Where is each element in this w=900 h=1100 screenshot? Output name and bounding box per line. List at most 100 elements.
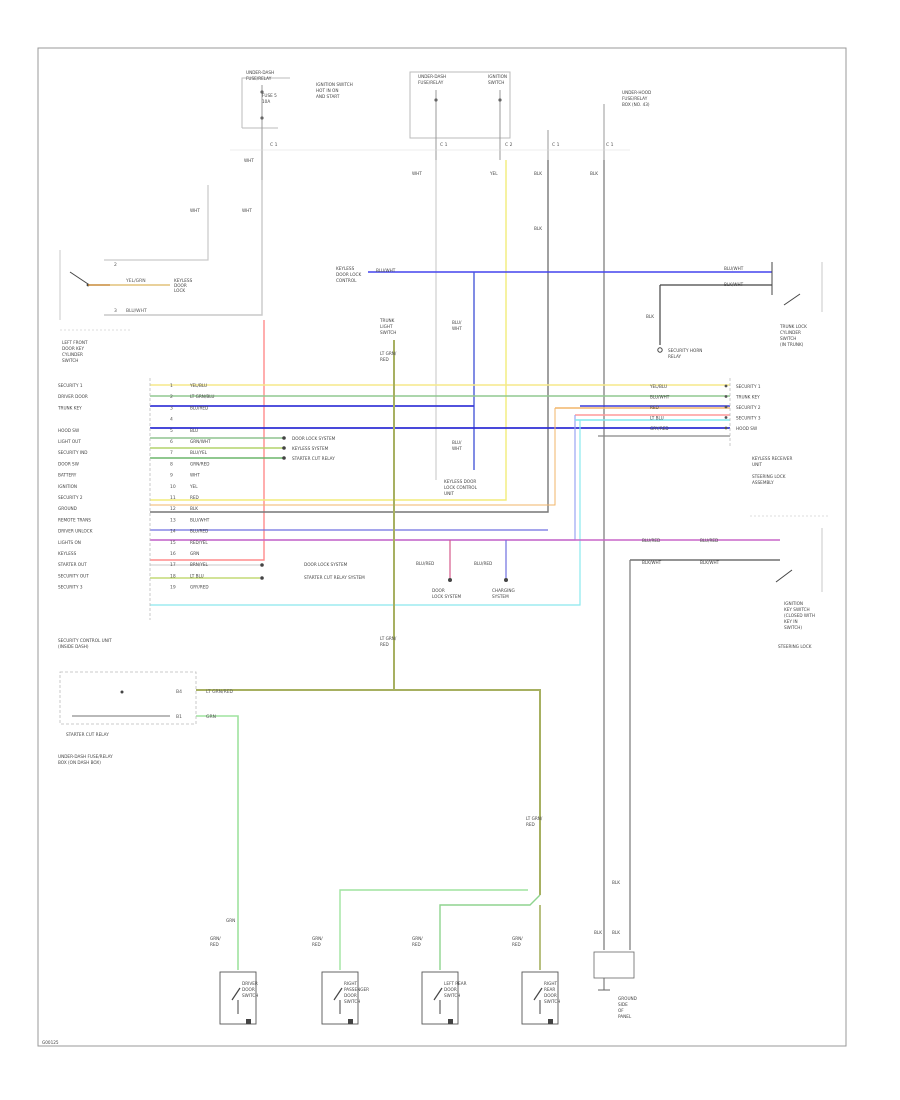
ground-note-4: PANEL xyxy=(618,1014,632,1019)
ground-note-1: GROUND xyxy=(618,996,637,1001)
ecu-pin-wire: BLK xyxy=(190,506,198,511)
fuse-left-desc-3: AND START xyxy=(316,94,340,99)
right-pin-dot xyxy=(724,395,728,398)
svg-text:C 1: C 1 xyxy=(440,142,448,148)
svg-text:3: 3 xyxy=(114,308,117,314)
ecu-pin-number: 1 xyxy=(170,383,173,389)
svg-text:LIGHT: LIGHT xyxy=(380,324,393,329)
right-pin-label: TRUNK KEY xyxy=(735,395,760,400)
ignition-key-2: KEY SWITCH xyxy=(784,607,810,612)
svg-text:BLU/WHT: BLU/WHT xyxy=(376,268,396,273)
svg-text:WHT: WHT xyxy=(452,446,462,451)
door-switch-title: RIGHT xyxy=(344,981,358,986)
svg-text:KEYLESS DOOR: KEYLESS DOOR xyxy=(444,479,476,484)
ecu-title: SECURITY CONTROL UNIT (INSIDE DASH) xyxy=(58,378,151,649)
door-switch-contact xyxy=(231,987,241,1001)
right-pin-label: SECURITY 2 xyxy=(736,405,761,410)
svg-text:RED: RED xyxy=(380,642,389,647)
svg-text:DOOR LOCK: DOOR LOCK xyxy=(336,272,361,277)
top-connector-row: C 1 C 1 C 2 C 1 C 1 xyxy=(230,142,630,151)
ecu-pin-number: 3 xyxy=(170,405,173,411)
ecu-pin-label: SECURITY 3 xyxy=(58,585,83,590)
right-conn-title-1: KEYLESS RECEIVER xyxy=(752,456,792,461)
ecu-pin-label: STARTER OUT xyxy=(58,562,87,567)
door-switch-ground xyxy=(246,1019,251,1024)
ecu-pin-number: 11 xyxy=(170,495,176,501)
ecu-pin-label: HOOD SW xyxy=(58,428,79,433)
ecu-pin-number: 14 xyxy=(170,529,176,535)
ecu-pin-wire: GRN/RED xyxy=(190,461,209,466)
left-switch-title-2: DOOR KEY xyxy=(62,346,84,351)
door-lock-note-2: KEYLESS SYSTEM xyxy=(292,446,329,451)
hood-note-2: FUSE/RELAY xyxy=(622,96,648,101)
ecu-pin-wire: BLU xyxy=(190,428,198,433)
door-switch-ground xyxy=(448,1019,453,1024)
ecu-pin-wire: BLU/YEL xyxy=(190,450,208,455)
ignition-key-3: (CLOSED WITH xyxy=(784,613,815,618)
door-switch-title: REAR xyxy=(544,987,555,992)
wire-labels: LT GRN/ RED LT GRN/ RED LT GRN/ RED GRN … xyxy=(190,158,744,935)
svg-text:BLK: BLK xyxy=(534,226,542,231)
trunk-switch-1: TRUNK LOCK xyxy=(779,324,807,329)
ecu-pin-label: SECURITY IND xyxy=(58,450,87,455)
svg-text:BLK: BLK xyxy=(612,930,620,935)
ecu-pin-label: IGNITION xyxy=(58,484,77,489)
ecu-pin-number: 19 xyxy=(170,585,176,591)
svg-text:TRUNK: TRUNK xyxy=(379,318,395,323)
svg-text:RED: RED xyxy=(380,357,389,362)
ecu-pin-number: 4 xyxy=(170,417,173,423)
ecu-pin-label: KEYLESS xyxy=(58,551,77,556)
ecu-pin-row: TRUNK KEY 3 BLU/RED xyxy=(57,405,208,411)
svg-text:BLU/RED: BLU/RED xyxy=(642,538,660,543)
ecu-pin-number: 2 xyxy=(170,394,173,400)
svg-text:LOCK CONTROL: LOCK CONTROL xyxy=(444,485,478,490)
fuse-left-desc-1: IGNITION SWITCH xyxy=(316,82,353,87)
ignition-key-switch: IGNITION KEY SWITCH (CLOSED WITH KEY IN … xyxy=(750,515,830,649)
svg-text:UNIT: UNIT xyxy=(444,491,454,496)
ecu-pin-row: SECURITY IND 7 BLU/YEL xyxy=(58,450,208,456)
svg-text:C 1: C 1 xyxy=(270,142,278,148)
door-switch-ground xyxy=(348,1019,353,1024)
horn-note-2: RELAY xyxy=(668,354,682,359)
left-switch-wire-1: YEL/GRN xyxy=(125,278,146,284)
ecu-pin-label: TRUNK KEY xyxy=(57,405,82,410)
svg-text:GRN: GRN xyxy=(226,918,235,923)
door-switch-title: DOOR xyxy=(242,987,255,992)
right-pin-wire: BLU/WHT xyxy=(650,395,670,400)
ecu-pin-label: SECURITY 2 xyxy=(58,495,83,500)
ecu-pin-label: GROUND xyxy=(58,506,77,511)
svg-text:WHT: WHT xyxy=(242,208,252,213)
svg-text:BLK/WHT: BLK/WHT xyxy=(642,560,662,565)
svg-text:BLK: BLK xyxy=(646,314,654,319)
ground-note-2: SIDE xyxy=(618,1002,628,1007)
svg-text:WHT: WHT xyxy=(190,208,200,213)
relay-sub-1: UNDER-DASH FUSE/RELAY xyxy=(58,754,113,759)
right-pin-label: HOOD SW xyxy=(736,426,757,431)
door-switch-wire-2: RED xyxy=(210,942,219,947)
ground-note-3: OF xyxy=(618,1008,624,1013)
door-switch-ground xyxy=(548,1019,553,1024)
door-switch-wire: GRN/ xyxy=(210,936,221,941)
svg-text:RED: RED xyxy=(526,822,535,827)
ecu-pin-number: 7 xyxy=(170,450,173,456)
ecu-pin-label: BATTERY xyxy=(58,473,77,478)
svg-text:BLU/RED: BLU/RED xyxy=(416,561,434,566)
ground-panel: GROUND SIDE OF PANEL xyxy=(593,951,637,1019)
starter-cut-relay: STARTER CUT RELAY UNDER-DASH FUSE/RELAY … xyxy=(58,671,234,765)
right-pin-wire: YEL/BLU xyxy=(649,384,667,389)
ecu-pin-number: 17 xyxy=(170,562,176,568)
ecu-pin-wire: RED/YEL xyxy=(190,540,208,545)
ecu-pin-wire: BLU/RED xyxy=(190,405,208,410)
bottom-note-2: LOCK SYSTEM xyxy=(432,594,462,599)
